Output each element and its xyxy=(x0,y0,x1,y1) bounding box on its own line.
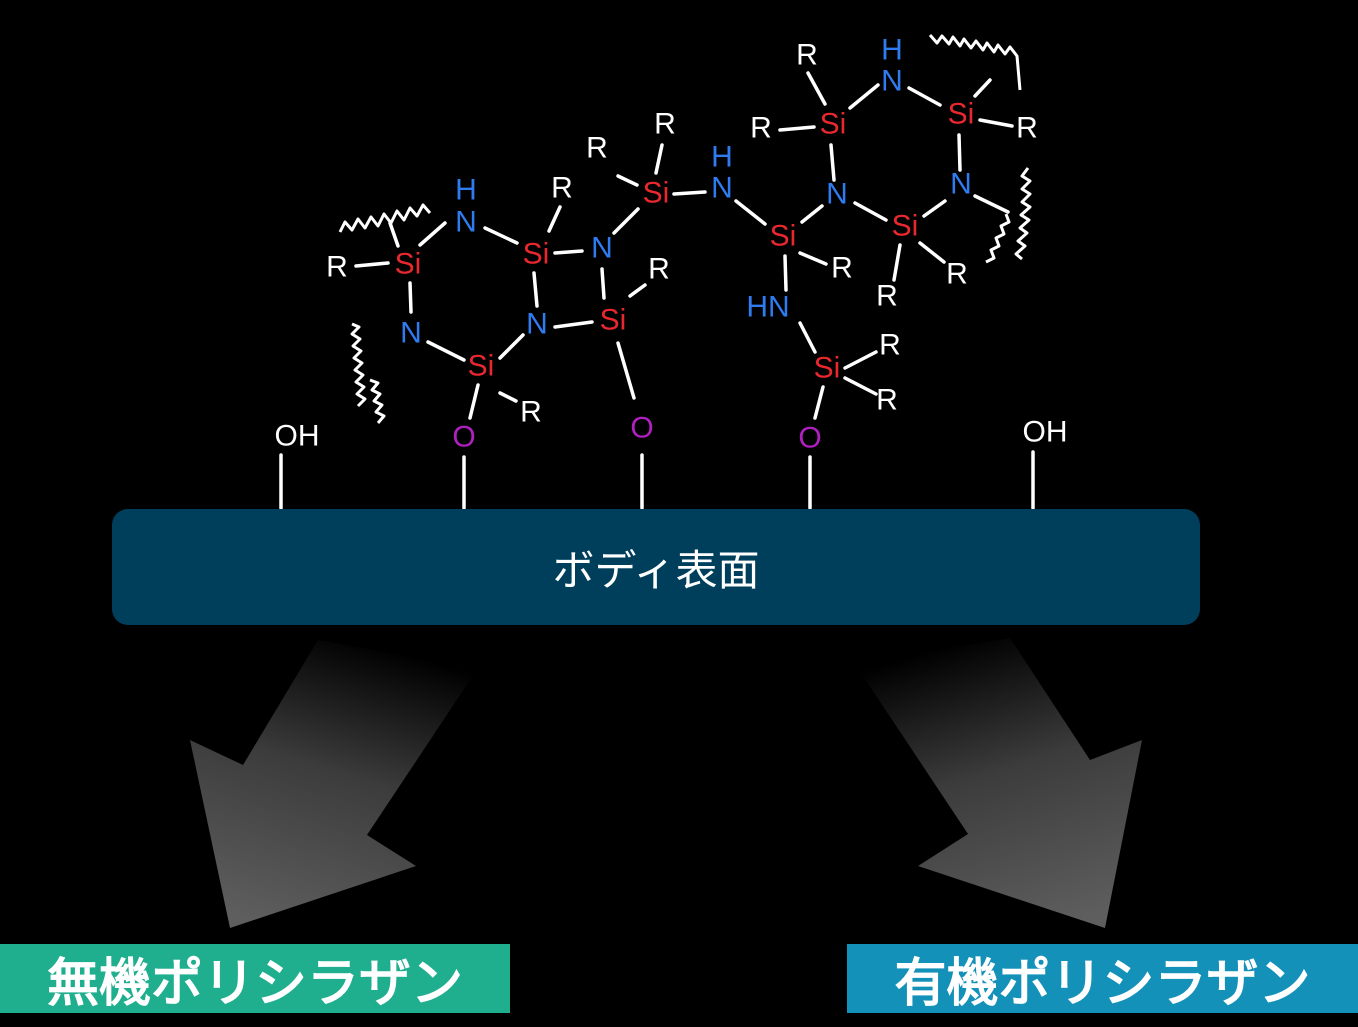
atom-o: O xyxy=(452,421,475,454)
atom-r: R xyxy=(879,329,901,362)
atom-n: N xyxy=(711,172,733,205)
organic-polysilazane-label: 有機ポリシラザン xyxy=(847,944,1358,1014)
atom-h: H xyxy=(881,34,903,67)
atoms: Si Si Si Si Si Si Si Si Si Si N N N N N … xyxy=(275,34,1068,455)
atom-r: R xyxy=(648,253,670,286)
arrow-to-inorganic xyxy=(190,640,478,928)
atom-h: H xyxy=(711,141,733,174)
atom-r: R xyxy=(586,132,608,165)
atom-n: N xyxy=(826,178,848,211)
atom-n: N xyxy=(950,168,972,201)
body-surface: ボディ表面 xyxy=(112,509,1200,625)
atom-r: R xyxy=(326,251,348,284)
atom-r: R xyxy=(750,112,772,145)
atom-n: N xyxy=(881,65,903,98)
atom-si: Si xyxy=(770,220,797,253)
atom-o: O xyxy=(630,412,653,445)
atom-si: Si xyxy=(395,248,422,281)
atom-si: Si xyxy=(820,108,847,141)
atom-si: Si xyxy=(523,238,550,271)
atom-n: N xyxy=(455,206,477,239)
atom-si: Si xyxy=(468,350,495,383)
atom-r: R xyxy=(654,108,676,141)
atom-r: R xyxy=(796,39,818,72)
atom-n: N xyxy=(591,232,613,265)
inorganic-polysilazane-text: 無機ポリシラザン xyxy=(46,954,463,1014)
atom-r: R xyxy=(551,172,573,205)
inorganic-polysilazane-label: 無機ポリシラザン xyxy=(0,944,510,1014)
bonds xyxy=(279,71,1035,510)
atom-r: R xyxy=(876,384,898,417)
surface-hydroxyl: OH xyxy=(275,420,320,453)
atom-si: Si xyxy=(948,98,975,131)
atom-r: R xyxy=(946,258,968,291)
atom-o: O xyxy=(798,422,821,455)
surface-hydroxyl: OH xyxy=(1023,416,1068,449)
arrow-to-organic xyxy=(855,638,1142,928)
atom-r: R xyxy=(876,280,898,313)
atom-r: R xyxy=(1016,112,1038,145)
wavy-bond-marks xyxy=(338,34,1032,424)
atom-si: Si xyxy=(814,352,841,385)
organic-polysilazane-text: 有機ポリシラザン xyxy=(894,954,1311,1014)
atom-nh: HN xyxy=(746,291,789,324)
atom-si: Si xyxy=(892,210,919,243)
atom-n: N xyxy=(400,317,422,350)
body-surface-label: ボディ表面 xyxy=(552,545,760,595)
atom-si: Si xyxy=(643,177,670,210)
atom-r: R xyxy=(831,252,853,285)
atom-r: R xyxy=(520,396,542,429)
atom-si: Si xyxy=(600,304,627,337)
atom-n: N xyxy=(526,308,548,341)
atom-h: H xyxy=(455,174,477,207)
